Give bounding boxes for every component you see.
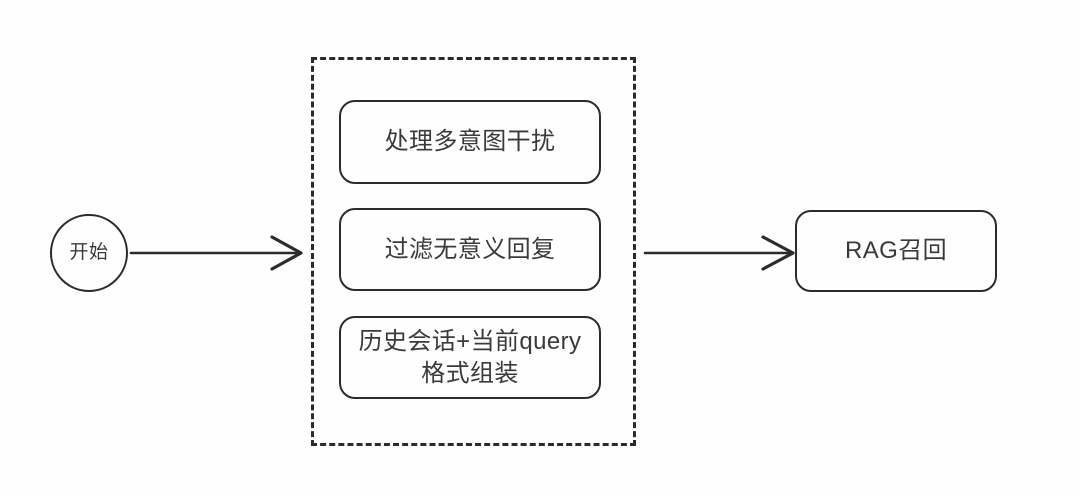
edge-start-to-group — [129, 235, 303, 271]
node-handle-multi-intent-label: 处理多意图干扰 — [384, 128, 556, 156]
node-rag-recall[interactable]: RAG召回 — [795, 210, 997, 292]
node-history-query-assembly[interactable]: 历史会话+当前query 格式组装 — [339, 316, 601, 399]
edge-group-to-rag — [643, 235, 795, 271]
node-filter-meaningless-reply-label: 过滤无意义回复 — [384, 235, 556, 263]
node-start-label: 开始 — [69, 241, 109, 263]
node-start[interactable]: 开始 — [50, 214, 128, 292]
arrowhead-icon — [270, 235, 303, 271]
node-history-query-assembly-label: 历史会话+当前query 格式组装 — [358, 327, 582, 387]
arrowhead-icon — [761, 235, 795, 271]
node-filter-meaningless-reply[interactable]: 过滤无意义回复 — [339, 208, 601, 291]
dashed-group-container — [311, 57, 636, 446]
node-handle-multi-intent[interactable]: 处理多意图干扰 — [339, 100, 601, 184]
node-rag-recall-label: RAG召回 — [844, 237, 947, 265]
